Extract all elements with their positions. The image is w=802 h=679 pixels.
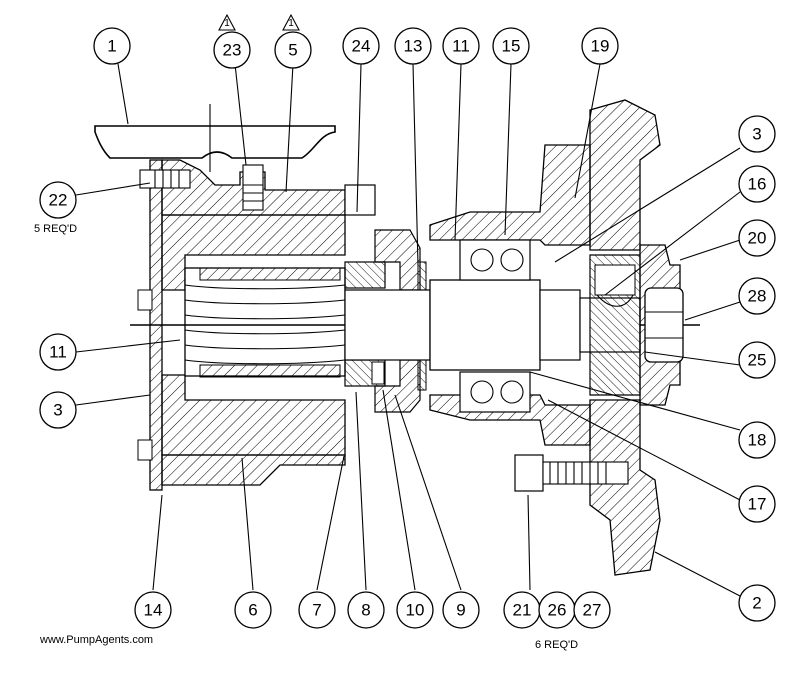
revision-flag-23-label: 1	[224, 18, 230, 29]
callout-28: 28	[738, 277, 776, 315]
shaft-nut	[644, 287, 684, 363]
callout-9: 9	[442, 591, 480, 629]
callout-5: 5	[274, 31, 312, 69]
callout-28-label: 28	[748, 287, 767, 306]
callout-14: 14	[134, 591, 172, 629]
callout-16-label: 16	[748, 175, 767, 194]
cover-screw	[139, 169, 191, 189]
callout-25: 25	[738, 341, 776, 379]
callout-21-label: 21	[513, 601, 532, 620]
callout-7: 7	[298, 591, 336, 629]
callout-27: 27	[573, 591, 611, 629]
quantity-note-21: 6 REQ'D	[535, 639, 578, 651]
callout-3-right-label: 3	[752, 125, 761, 144]
callout-10: 10	[396, 591, 434, 629]
revision-flag-23: 1	[218, 13, 236, 31]
callout-19: 19	[581, 27, 619, 65]
callout-5-label: 5	[288, 41, 297, 60]
callout-7-label: 7	[312, 601, 321, 620]
callout-14-label: 14	[144, 601, 163, 620]
callout-20: 20	[738, 219, 776, 257]
callout-11-top-label: 11	[452, 37, 470, 56]
callout-11-top: 11	[442, 27, 480, 65]
callout-24-label: 24	[352, 37, 371, 56]
mounting-bolt	[514, 454, 629, 492]
callout-16: 16	[738, 165, 776, 203]
callout-11-left-label: 11	[49, 343, 67, 362]
callout-22-label: 22	[49, 191, 68, 210]
mounting-bracket	[94, 104, 336, 172]
callout-17: 17	[738, 485, 776, 523]
callout-6-label: 6	[248, 601, 257, 620]
callout-10-label: 10	[406, 601, 425, 620]
callout-8-label: 8	[361, 601, 370, 620]
callout-19-label: 19	[591, 37, 610, 56]
callout-6: 6	[234, 591, 272, 629]
leader-lines	[75, 63, 741, 597]
impeller	[184, 267, 346, 378]
callout-3-left: 3	[39, 391, 77, 429]
callout-2: 2	[738, 584, 776, 622]
callout-20-label: 20	[748, 229, 767, 248]
bearing-housing	[429, 144, 591, 446]
drain-plug	[242, 164, 264, 211]
callout-25-label: 25	[748, 351, 767, 370]
quantity-note-22: 5 REQ'D	[34, 223, 77, 235]
callout-18-label: 18	[748, 431, 767, 450]
callout-27-label: 27	[583, 601, 602, 620]
callout-23: 23	[213, 31, 251, 69]
revision-flag-5-label: 1	[288, 18, 294, 29]
callout-24: 24	[342, 27, 380, 65]
callout-1-label: 1	[107, 37, 116, 56]
drive-bracket	[589, 99, 661, 576]
website-watermark: www.PumpAgents.com	[39, 634, 153, 646]
callout-3-left-label: 3	[53, 401, 62, 420]
callout-23-label: 23	[223, 41, 242, 60]
callout-18: 18	[738, 421, 776, 459]
callout-3-right: 3	[738, 115, 776, 153]
callout-2-label: 2	[752, 594, 761, 613]
callout-8: 8	[347, 591, 385, 629]
callout-13: 13	[394, 27, 432, 65]
callout-15-label: 15	[502, 37, 521, 56]
revision-flag-5: 1	[282, 13, 300, 31]
callout-21: 21	[503, 591, 541, 629]
callout-17-label: 17	[748, 495, 767, 514]
callout-26: 26	[538, 591, 576, 629]
callout-13-label: 13	[404, 37, 423, 56]
callout-15: 15	[492, 27, 530, 65]
callout-11-left: 11	[39, 333, 77, 371]
callout-9-label: 9	[456, 601, 465, 620]
callout-22: 22	[39, 181, 77, 219]
callout-1: 1	[93, 27, 131, 65]
callout-26-label: 26	[548, 601, 567, 620]
